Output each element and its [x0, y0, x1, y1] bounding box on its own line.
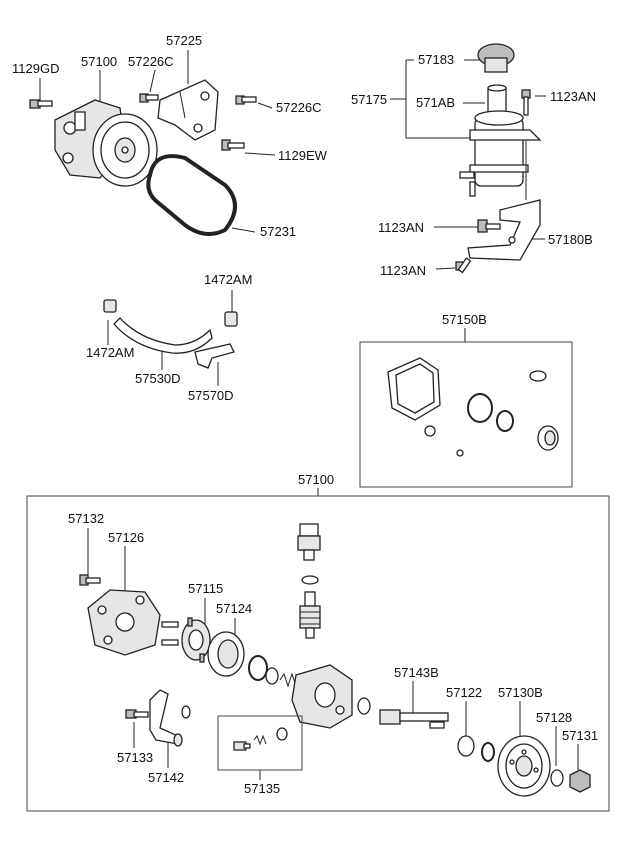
reservoir-tank-icon: [459, 110, 542, 197]
shaft-57143b-icon: [379, 709, 449, 729]
label-1123an-a[interactable]: 1123AN: [550, 89, 596, 104]
label-57570d[interactable]: 57570D: [188, 388, 234, 403]
label-57126[interactable]: 57126: [108, 530, 144, 545]
o-ring-body-a-icon: [248, 655, 268, 681]
bolt-57226c-b-icon: [235, 95, 257, 105]
seal-kit-group: 57150B: [359, 312, 573, 488]
label-57133[interactable]: 57133: [117, 750, 153, 765]
pulley-57130b-icon: [497, 735, 551, 797]
label-57100-top[interactable]: 57100: [81, 54, 117, 69]
label-571ab[interactable]: 571AB: [416, 95, 455, 110]
union-fitting-icon: [297, 523, 321, 561]
cam-ring-57124-icon: [207, 631, 245, 677]
label-1472am-b[interactable]: 1472AM: [86, 345, 134, 360]
bolt-1129ew-icon: [221, 139, 245, 151]
label-57128[interactable]: 57128: [536, 710, 572, 725]
bolt-57133-icon: [125, 709, 149, 719]
label-57226c-a[interactable]: 57226C: [128, 54, 174, 69]
label-57231[interactable]: 57231: [260, 224, 296, 239]
pump-pulley-icon: [92, 113, 158, 187]
spool-valve-icon: [233, 727, 288, 751]
bolt-1123an-a-icon: [521, 89, 531, 116]
label-57180b[interactable]: 57180B: [548, 232, 593, 247]
o-ring-large-icon: [467, 393, 493, 423]
fitting-57142-icon: [149, 689, 183, 747]
rear-cover-57126-icon: [87, 589, 161, 656]
label-57226c-b[interactable]: 57226C: [276, 100, 322, 115]
bolt-1123an-c-icon: [455, 257, 472, 274]
pump-housing-icon: [291, 664, 353, 729]
hoses-group: 1472AM 1472AM 57530D 57570D: [86, 272, 252, 403]
label-57100-mid[interactable]: 57100: [298, 472, 334, 487]
label-57124[interactable]: 57124: [216, 601, 252, 616]
label-1472am-a[interactable]: 1472AM: [204, 272, 252, 287]
nut-57131-icon: [569, 769, 591, 793]
o-ring-body-b-icon: [265, 667, 279, 685]
label-57131[interactable]: 57131: [562, 728, 598, 743]
reservoir-group: 57183 57175 571AB 1123AN 1123AN 57180B 1…: [351, 43, 596, 278]
dowel-pin-a-icon: [161, 621, 179, 628]
bracket-57225-icon: [157, 79, 219, 141]
bolt-57226c-a-icon: [139, 93, 159, 103]
label-1129ew[interactable]: 1129EW: [278, 148, 328, 163]
seal-ring-icon: [529, 370, 547, 382]
hose-57530d-icon: [113, 317, 213, 354]
washer-57128-icon: [550, 769, 564, 787]
label-1129gd[interactable]: 1129GD: [12, 61, 59, 76]
belt-57231-icon: [146, 154, 237, 236]
label-57175[interactable]: 57175: [351, 92, 387, 107]
o-ring-medium-icon: [496, 410, 514, 432]
label-57135[interactable]: 57135: [244, 781, 280, 796]
oil-seal-57122-icon: [457, 735, 475, 757]
hose-57570d-icon: [194, 343, 235, 369]
bolt-1129gd-icon: [29, 99, 53, 109]
exploded-pump-group: 57100 57132 57126 57115 57124 57143B 571…: [26, 472, 610, 812]
oil-seal-icon: [537, 425, 559, 451]
washer-small-icon: [456, 449, 464, 457]
label-57115[interactable]: 57115: [188, 581, 223, 596]
label-57183[interactable]: 57183: [418, 52, 454, 67]
label-1123an-b[interactable]: 1123AN: [378, 220, 424, 235]
bolt-1123an-b-icon: [477, 219, 501, 233]
pump-assembly-group: 1129GD 57100 57226C 57225 57226C 1129EW …: [12, 33, 328, 239]
label-57530d[interactable]: 57530D: [135, 371, 181, 386]
o-ring-valve-icon: [301, 575, 319, 585]
bracket-57180b-icon: [467, 140, 541, 261]
spool-kit-box: [217, 715, 303, 771]
hose-clamp-b-icon: [103, 299, 117, 313]
reservoir-cap-icon: [477, 43, 515, 73]
hose-clamp-a-icon: [224, 311, 238, 327]
label-57130b[interactable]: 57130B: [498, 685, 543, 700]
rotor-kit-57115-icon: [181, 617, 211, 663]
filler-neck-icon: [487, 84, 507, 117]
o-ring-small-icon: [424, 425, 436, 437]
dowel-pin-b-icon: [161, 639, 179, 646]
label-57225[interactable]: 57225: [166, 33, 202, 48]
label-57122[interactable]: 57122: [446, 685, 482, 700]
o-ring-fitting-icon: [181, 705, 191, 719]
label-57132[interactable]: 57132: [68, 511, 104, 526]
flow-control-valve-icon: [299, 591, 321, 639]
label-57142[interactable]: 57142: [148, 770, 184, 785]
label-1123an-c[interactable]: 1123AN: [380, 263, 426, 278]
label-57143b[interactable]: 57143B: [394, 665, 439, 680]
bolt-57132-icon: [79, 574, 101, 586]
snap-ring-icon: [481, 742, 495, 762]
label-57150b[interactable]: 57150B: [442, 312, 487, 327]
seal-housing-icon: [357, 697, 371, 715]
